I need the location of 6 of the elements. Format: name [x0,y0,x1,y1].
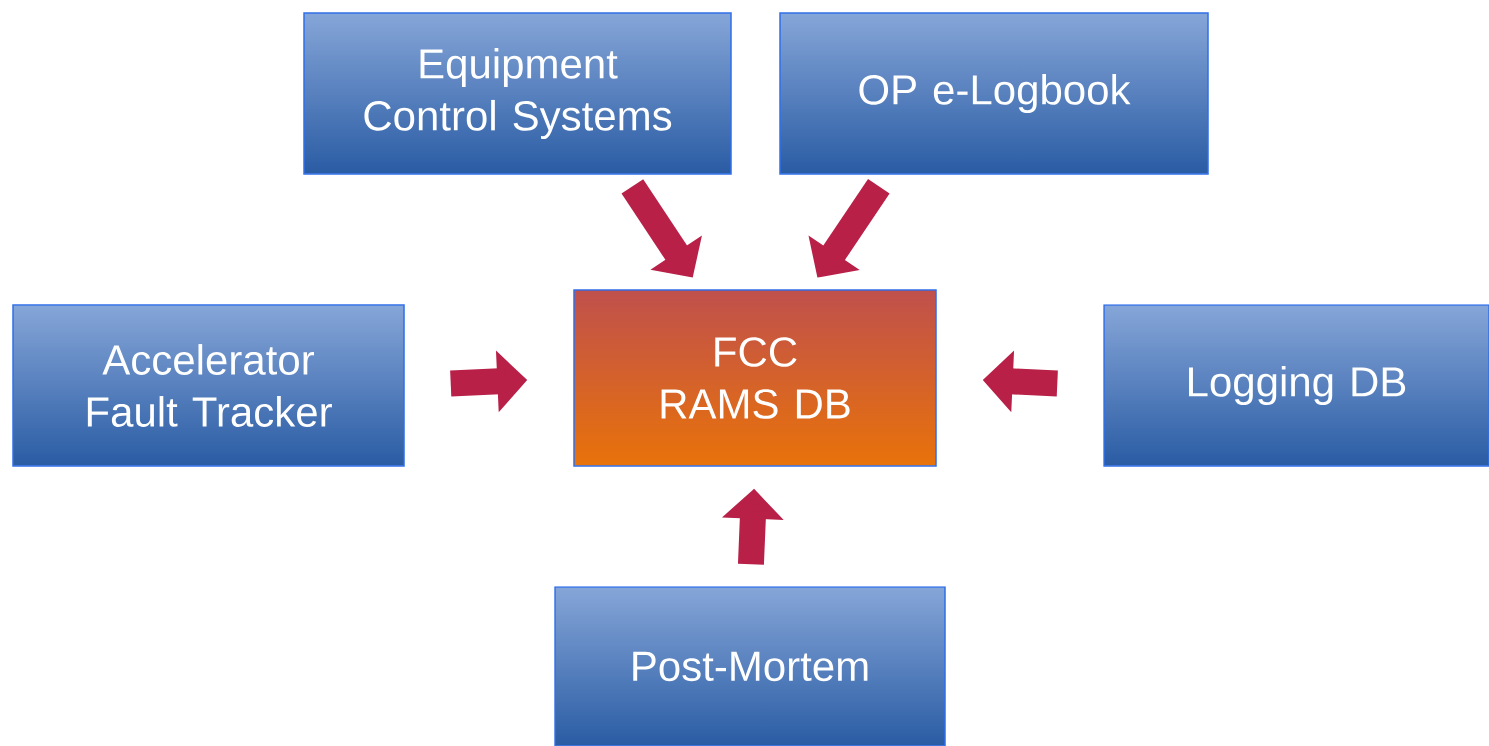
process-box: Equipment Control Systems [303,12,732,175]
process-box: Accelerator Fault Tracker [12,304,405,467]
process-box: Post-Mortem [554,586,946,746]
process-box: OP e-Logbook [779,12,1209,175]
process-box: Logging DB [1103,304,1489,467]
process-box: FCC RAMS DB [573,289,937,467]
